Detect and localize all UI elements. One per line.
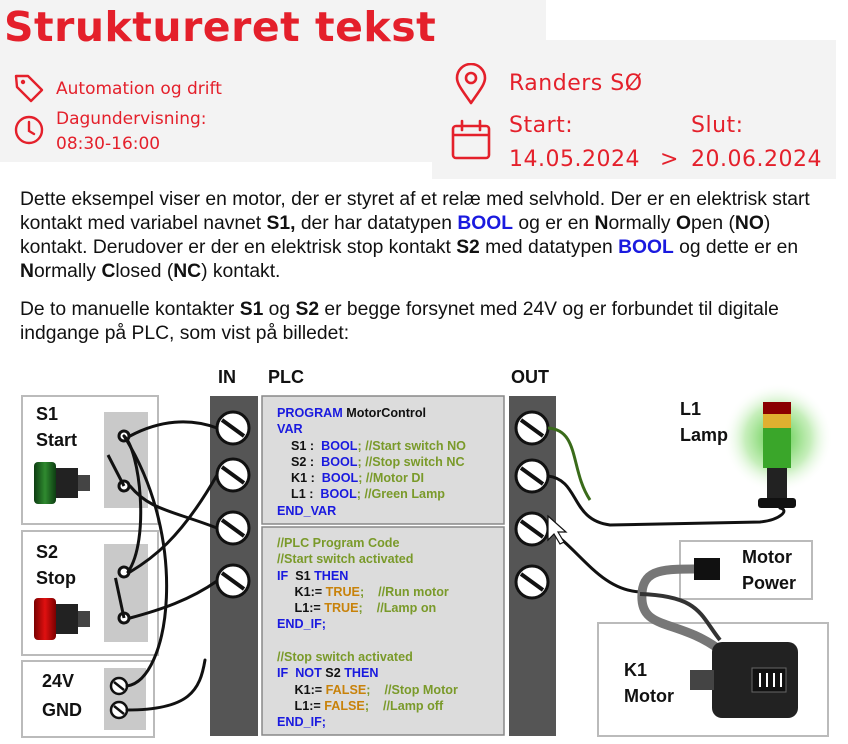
date-range-arrow: >	[660, 147, 679, 172]
l1-name: L1	[680, 399, 702, 419]
start-button-graphic	[34, 462, 90, 504]
plc-label: PLC	[268, 367, 304, 387]
clock-icon	[14, 115, 44, 145]
calendar-icon	[451, 119, 491, 160]
stop-button-graphic	[34, 598, 90, 640]
supply-gnd: GND	[42, 700, 82, 720]
k1-desc: Motor	[624, 686, 674, 706]
mouse-cursor-icon	[547, 514, 568, 545]
end-label: Slut:	[691, 113, 744, 138]
course-category: Automation og drift	[56, 79, 222, 99]
out-label: OUT	[511, 367, 549, 387]
lamp-graphic	[758, 402, 796, 508]
plc-code-panel	[261, 526, 505, 736]
motor-power-line2: Power	[742, 573, 797, 593]
schedule-time: 08:30-16:00	[56, 134, 161, 154]
motor-power-line1: Motor	[742, 547, 792, 567]
location-pin-icon	[455, 63, 487, 105]
s2-name: S2	[36, 542, 59, 562]
in-terminals	[215, 410, 251, 599]
s1-desc: Start	[36, 430, 78, 450]
paragraph-intro: Dette eksempel viser en motor, der er st…	[20, 189, 810, 282]
s1-name: S1	[36, 404, 59, 424]
supply-24v: 24V	[42, 671, 75, 691]
plc-var-code: PROGRAM MotorControl VAR S1 : BOOL; //St…	[277, 406, 466, 518]
l1-desc: Lamp	[680, 425, 729, 445]
page-title: Struktureret tekst	[4, 3, 437, 51]
out-terminals	[514, 410, 550, 600]
motor-graphic	[690, 642, 798, 718]
plc-var-panel	[261, 395, 505, 525]
start-date: 14.05.2024	[509, 147, 640, 172]
end-date: 20.06.2024	[691, 147, 822, 172]
header-top-whitespace	[546, 0, 836, 40]
header-date-panel	[432, 162, 836, 179]
schedule-type: Dagundervisning:	[56, 109, 207, 129]
plc-program-code: //PLC Program Code //Start switch activa…	[277, 536, 458, 730]
paragraph-switches: De to manuelle kontakter S1 og S2 er beg…	[20, 299, 779, 344]
start-label: Start:	[509, 113, 574, 138]
s2-desc: Stop	[36, 568, 76, 588]
k1-name: K1	[624, 660, 648, 680]
tag-icon	[14, 74, 44, 103]
plc-wiring-diagram: IN PLC OUT S1 Start S2 Stop 24V GND L1 L…	[0, 360, 848, 744]
location: Randers SØ	[509, 71, 643, 96]
diagram-graphics	[21, 383, 833, 738]
in-label: IN	[218, 367, 236, 387]
